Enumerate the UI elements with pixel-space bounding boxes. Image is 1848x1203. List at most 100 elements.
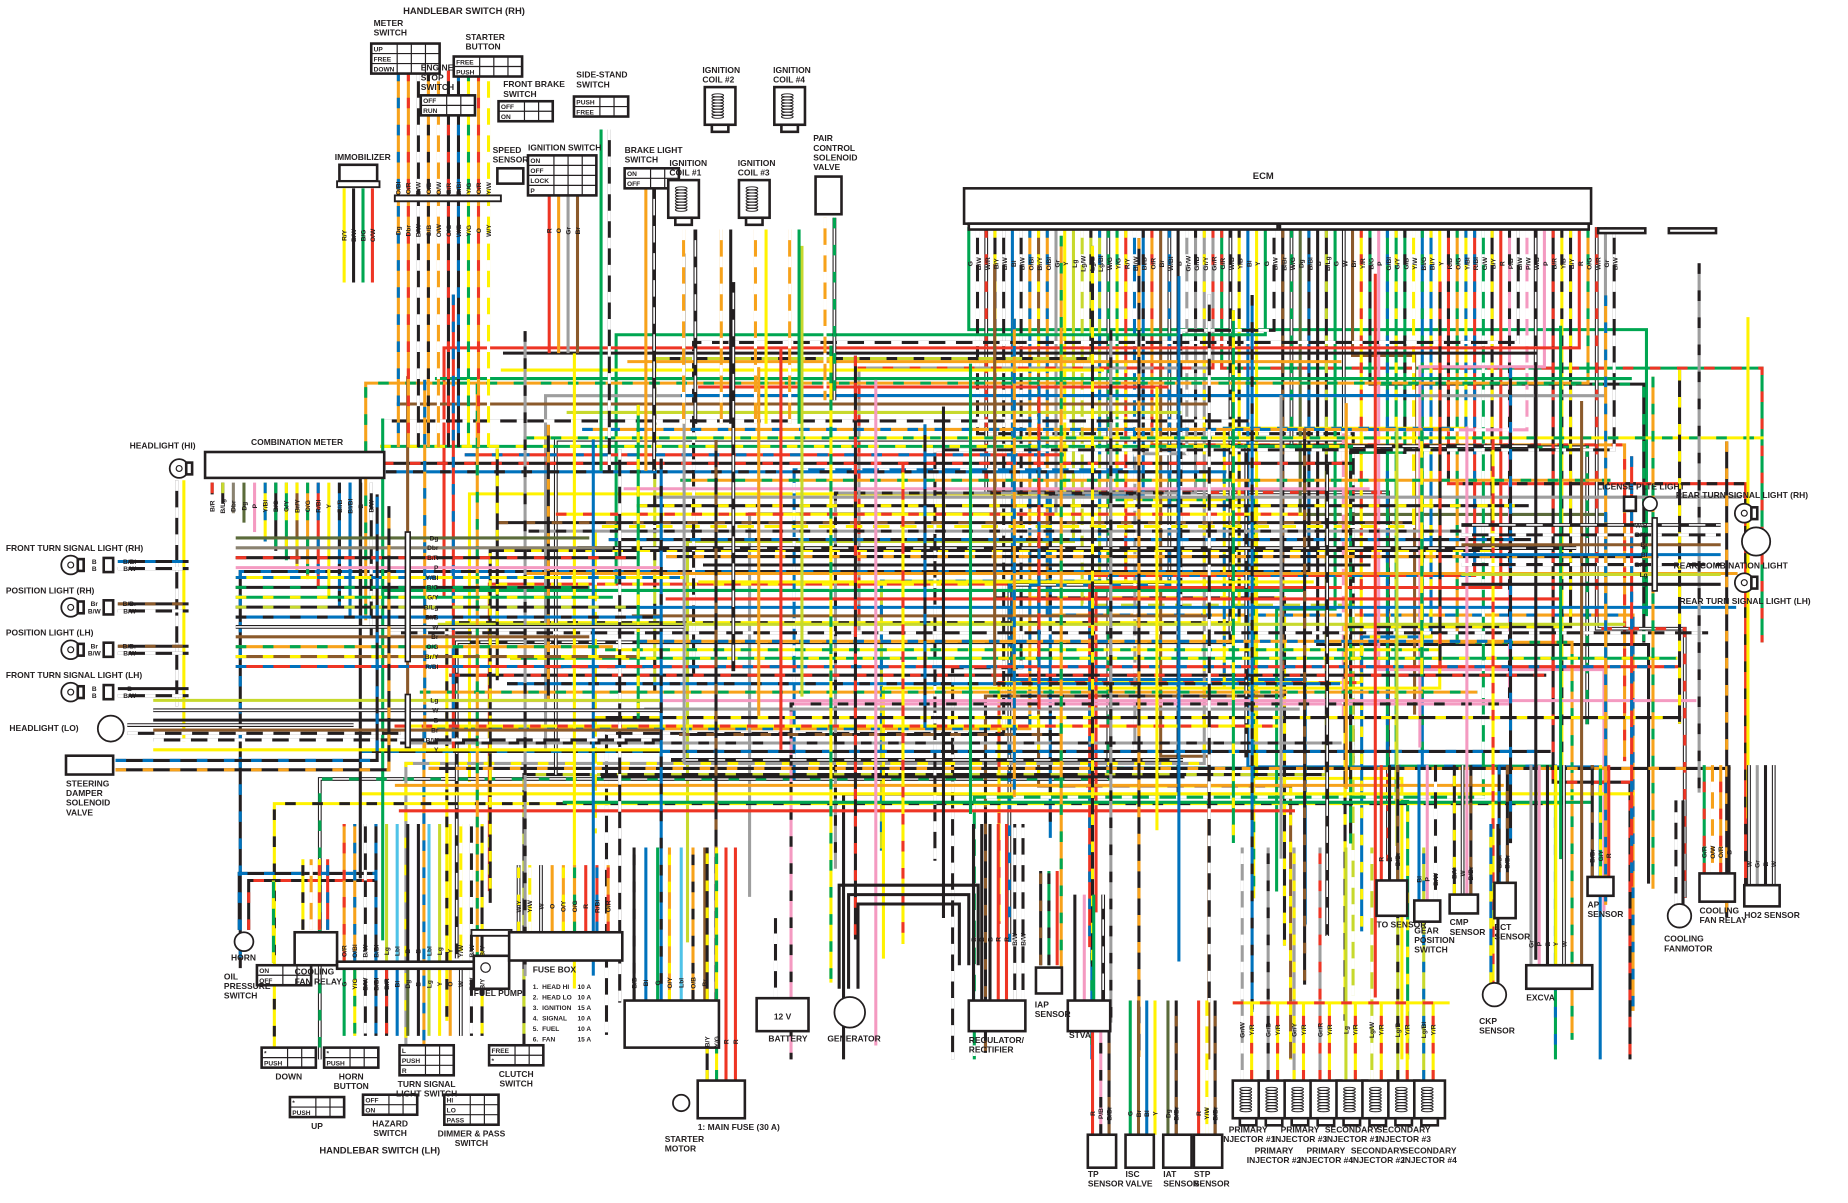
bus-pin-label: B/W [1635, 532, 1649, 539]
pin-label: B/Y [1452, 867, 1459, 879]
ecm-connector-b [1278, 222, 1591, 231]
pin-label: W [1460, 870, 1467, 877]
pin-label: O/W [436, 181, 443, 195]
ecm-wire [1350, 227, 1417, 715]
fuse-list-name: HEAD LO [542, 994, 572, 1001]
pin-label: O/Y [561, 900, 568, 912]
rear-turn-rh-label: REAR TURN SIGNAL LIGHT (RH) [1676, 490, 1808, 500]
pin-label: Bl [395, 981, 402, 988]
pin-label: Gr [1528, 940, 1535, 948]
fuse-list-name: FUEL [542, 1026, 559, 1033]
pin-label: B/Y [993, 258, 1000, 270]
bus-pin-label: O/G [426, 644, 438, 651]
isc-box [1124, 1133, 1156, 1169]
pin-label: O/W [370, 228, 377, 242]
pin-label: O/G [572, 900, 579, 912]
fuse-list-rating: 10 A [578, 1026, 592, 1033]
battery-box [755, 996, 810, 1033]
front-bus-connector [404, 693, 411, 749]
pin-label: G/B [1403, 258, 1410, 270]
pin-label: Lbl [426, 946, 433, 956]
switch-position: DOWN [374, 66, 395, 73]
pin-label: B/Lg [1325, 256, 1332, 271]
pin-label: Y [1438, 261, 1445, 266]
license-light-label: LICENSE PLTE LIGHT [1597, 482, 1686, 492]
bus-pin-label: Br [431, 727, 439, 734]
ecm-wire [1115, 227, 1256, 899]
pin-label: B/Br [1468, 866, 1475, 880]
horn-label: HORN [231, 953, 256, 963]
pin-label: G/R [1702, 846, 1709, 858]
cooling-relay-r-box [1698, 872, 1737, 903]
generator-icon [833, 996, 866, 1029]
ect-box [1493, 881, 1517, 920]
steering-damper-box [64, 754, 115, 776]
wire-b-bl [115, 494, 379, 762]
pin-label: R [733, 1039, 740, 1044]
light-pin-label: B [92, 693, 97, 700]
pin-label: Bl/G [1421, 257, 1428, 271]
pin-label: Bl/B [1142, 257, 1149, 270]
ecm-connector-c [1596, 227, 1647, 235]
pin-label: Y/R [1249, 1024, 1256, 1035]
bus-pin-label: Br [1640, 542, 1648, 549]
pin-label: Lg/B [1395, 1022, 1402, 1037]
pin-label: B/W [363, 977, 370, 991]
pin-label: Dg [396, 226, 403, 235]
meter-bus-connector [404, 531, 411, 663]
pin-label: Br [1159, 260, 1166, 268]
pin-label: B/B [631, 977, 638, 989]
wire-b-r [247, 878, 378, 930]
fuse-list-name: SIGNAL [542, 1016, 567, 1023]
pin-label: R/Bl [316, 499, 323, 512]
pin-label: R [1196, 1111, 1203, 1116]
light-pin-label: B [92, 566, 97, 573]
pin-label: Y [1152, 1111, 1159, 1116]
pin-label: R/Bl [594, 900, 601, 913]
bus-pin-label: Br/Y [425, 654, 439, 661]
speed-sensor-box [496, 167, 525, 185]
fuse-list-name: HEAD HI [542, 984, 569, 991]
pin-label: Dg [1165, 1109, 1172, 1118]
fuse-list-no: 5. [533, 1026, 539, 1033]
connector [336, 180, 381, 189]
pin-label: Y/R [1327, 1024, 1334, 1035]
pin-label: Y/Bl [1464, 257, 1471, 270]
pin-label: Br [1351, 260, 1358, 268]
pin-label: B/Br [1106, 1106, 1113, 1120]
pin-label: Br [1136, 1109, 1143, 1117]
pin-label: B [971, 937, 978, 942]
switch-position: FREE [374, 56, 392, 63]
pin-label: W/G [1290, 257, 1297, 270]
ckp-sensor-icon [1481, 981, 1508, 1008]
pin-label: B/Bl [1307, 257, 1314, 270]
light-pin-label: B/W [123, 608, 137, 615]
pin-label: W/Y [486, 224, 493, 237]
pin-label: O/R [1150, 258, 1157, 270]
position-lh-label: POSITION LIGHT (LH) [6, 628, 94, 638]
down-sw-label: DOWN [275, 1071, 302, 1081]
pin-label: W/Bl [1168, 256, 1175, 271]
headlight-lo-bulb [96, 714, 125, 743]
pin-label: Lg [426, 980, 433, 988]
battery-voltage: 12 V [774, 1011, 792, 1021]
bus-pin-label: B/Lg [424, 605, 439, 612]
pin-label: Bl/B [337, 499, 344, 512]
light-pin-label: Br [91, 644, 99, 651]
bus-pin-label: B/W [1635, 562, 1649, 569]
pin-label: Br [575, 227, 582, 235]
fuse-box-label: FUSE BOX [533, 964, 577, 974]
pin-label: O/R [476, 182, 483, 194]
pin-label: Lg [1072, 260, 1079, 268]
pin-label: B/W [1012, 932, 1019, 946]
pin-label: Y/W [527, 899, 534, 912]
light-pin-label: B/W [123, 566, 137, 573]
